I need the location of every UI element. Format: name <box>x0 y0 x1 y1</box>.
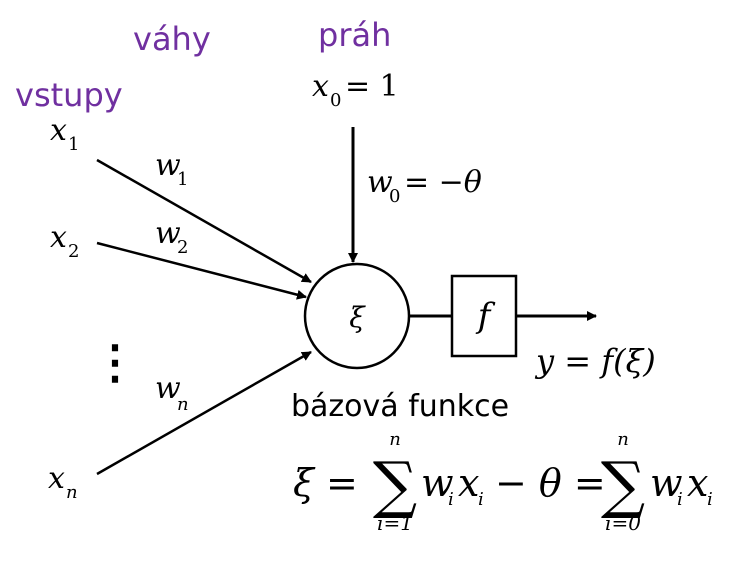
svg-text:2: 2 <box>177 237 188 258</box>
sum2-lower: i=0 <box>605 511 641 535</box>
formula-mid: − θ = <box>495 461 606 505</box>
svg-text:w: w <box>155 216 181 251</box>
svg-text:w: w <box>650 461 683 505</box>
input-x2: x 2 <box>50 220 79 262</box>
sum1-sigma: ∑ <box>373 448 417 521</box>
svg-text:0: 0 <box>330 90 341 111</box>
weight-w2: w 2 <box>155 216 188 258</box>
basis-function-formula: ξ = n ∑ i=1 w i x i − θ = n ∑ i=0 w i x … <box>293 429 713 535</box>
threshold-weight-w0: w 0 = −θ <box>367 165 482 207</box>
threshold-x0: x 0 = 1 <box>312 69 399 111</box>
svg-text:0: 0 <box>389 186 400 207</box>
svg-text:x: x <box>50 220 67 255</box>
label-basis-function: bázová funkce <box>291 389 509 424</box>
ellipsis-dots: ⋮ <box>92 335 138 389</box>
svg-text:w: w <box>367 165 393 200</box>
label-threshold: práh <box>318 16 391 54</box>
arrow-x1 <box>96 158 312 284</box>
svg-text:n: n <box>66 482 78 503</box>
output-label: y = f(ξ) <box>534 342 656 380</box>
sum2-upper: n <box>617 429 629 450</box>
svg-text:x: x <box>312 69 329 104</box>
svg-text:i: i <box>677 489 683 510</box>
sum1-upper: n <box>389 429 401 450</box>
weight-wn: w n <box>155 371 189 415</box>
formula-lhs: ξ = <box>293 461 358 505</box>
svg-text:i: i <box>448 489 454 510</box>
arrow-x2 <box>96 241 307 300</box>
svg-text:x: x <box>50 113 67 148</box>
svg-text:1: 1 <box>177 169 188 190</box>
svg-text:= −θ: = −θ <box>404 165 482 200</box>
svg-text:2: 2 <box>68 241 79 262</box>
label-weights: váhy <box>133 20 211 58</box>
svg-text:= 1: = 1 <box>345 69 399 104</box>
svg-text:i: i <box>707 489 713 510</box>
input-x1: x 1 <box>50 113 79 155</box>
svg-text:1: 1 <box>68 134 79 155</box>
sum2-sigma: ∑ <box>601 448 645 521</box>
svg-text:w: w <box>155 371 181 406</box>
node-xi-symbol: ξ <box>349 301 366 334</box>
svg-text:x: x <box>48 461 65 496</box>
svg-text:i: i <box>478 489 484 510</box>
arrow-xn <box>96 350 312 476</box>
svg-text:w: w <box>421 461 454 505</box>
label-inputs: vstupy <box>15 76 123 114</box>
svg-text:n: n <box>177 394 189 415</box>
svg-text:x: x <box>687 461 708 505</box>
svg-text:w: w <box>155 148 181 183</box>
sum1-lower: i=1 <box>377 511 413 535</box>
svg-text:x: x <box>458 461 479 505</box>
input-xn: x n <box>48 461 78 503</box>
weight-w1: w 1 <box>155 148 188 190</box>
